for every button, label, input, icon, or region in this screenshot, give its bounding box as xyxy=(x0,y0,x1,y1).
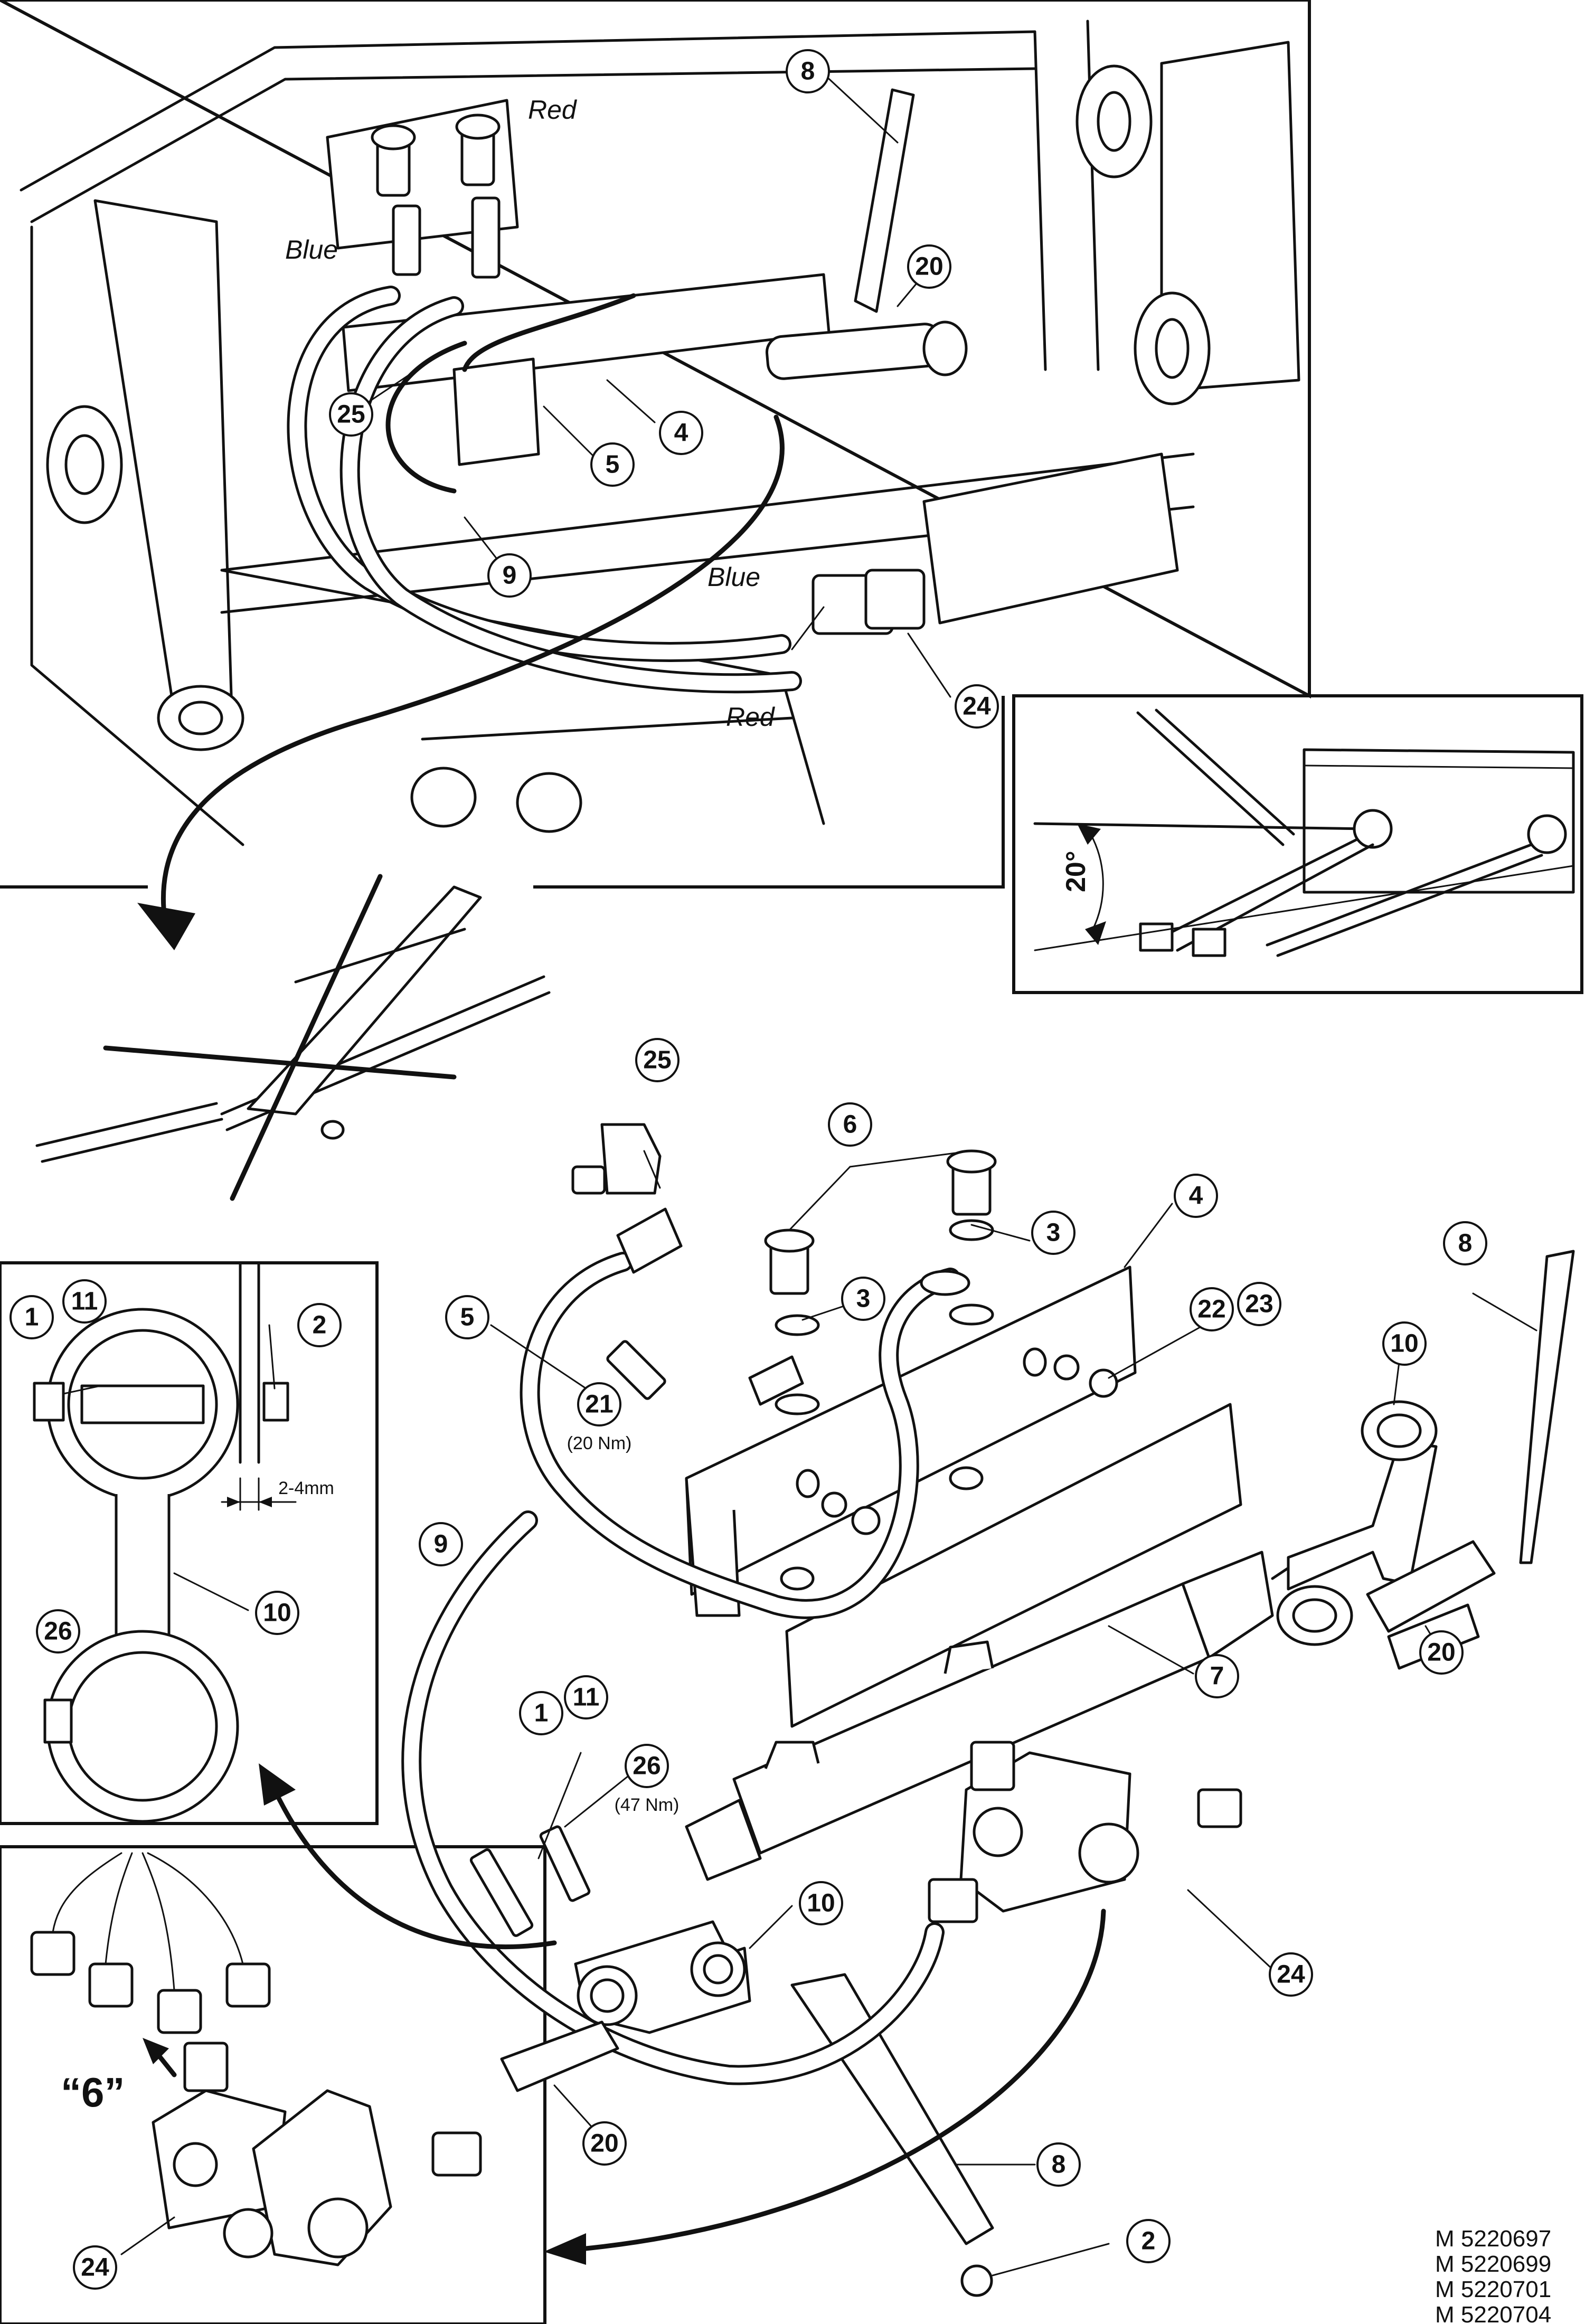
callout-4-top: 4 xyxy=(659,411,703,455)
callout-7: 7 xyxy=(1195,1654,1239,1698)
angle-label: 20° xyxy=(1061,851,1091,892)
figure-ref-4: M 5220704 xyxy=(1435,2302,1551,2324)
solenoid-connector-inset: “6” xyxy=(0,1845,546,2324)
top-installation-view xyxy=(0,0,1311,950)
callout-22-label: 22 xyxy=(1197,1296,1225,1324)
angle-inset-frame xyxy=(1012,694,1583,994)
callout-21-label: 21 xyxy=(585,1391,613,1419)
callout-25-exploded-label: 25 xyxy=(643,1046,671,1074)
angle-detail-inset: 20° xyxy=(1012,694,1583,994)
figure-reference-list: M 5220697 M 5220699 M 5220701 M 5220704 xyxy=(1435,2226,1551,2324)
callout-11-inset-label: 11 xyxy=(71,1288,98,1316)
gap-label: 2-4mm xyxy=(278,1478,334,1498)
callout-8-top-label: 8 xyxy=(801,58,815,86)
callout-4-exploded-label: 4 xyxy=(1189,1182,1203,1210)
callout-4-top-label: 4 xyxy=(674,419,688,447)
callout-11-exploded: 11 xyxy=(564,1675,608,1720)
callout-24-exploded-label: 24 xyxy=(1277,1961,1305,1989)
link-inset-frame xyxy=(0,1261,379,1825)
blue-label-middle: Blue xyxy=(707,562,760,592)
link-adjustment-inset: 2-4mm xyxy=(0,1261,379,1825)
callout-11-inset: 11 xyxy=(62,1279,107,1324)
figure-ref-2: M 5220699 xyxy=(1435,2251,1551,2277)
callout-3-upper-label: 3 xyxy=(1046,1219,1061,1247)
callout-26-inset-label: 26 xyxy=(44,1618,72,1646)
callout-1-exploded-label: 1 xyxy=(534,1699,549,1727)
callout-5-exploded: 5 xyxy=(445,1295,489,1339)
callout-9-exploded: 9 xyxy=(419,1522,463,1566)
connector-label: “6” xyxy=(61,2069,125,2115)
figure-ref-1: M 5220697 xyxy=(1435,2226,1551,2252)
callout-8-right-label: 8 xyxy=(1458,1230,1473,1258)
callout-10-inset-label: 10 xyxy=(263,1599,291,1627)
exploded-parts-view xyxy=(259,1123,1575,2297)
callout-7-label: 7 xyxy=(1210,1662,1224,1690)
callout-8-top: 8 xyxy=(786,49,830,93)
callout-20-right-label: 20 xyxy=(1427,1639,1455,1667)
callout-4-exploded: 4 xyxy=(1174,1174,1218,1218)
callout-5-top: 5 xyxy=(590,442,635,487)
blue-label-top: Blue xyxy=(285,235,338,264)
callout-5-exploded-label: 5 xyxy=(460,1303,475,1331)
callout-2-inset-label: 2 xyxy=(313,1311,327,1339)
connector-inset-frame xyxy=(0,1845,546,2324)
callout-8-bottom-label: 8 xyxy=(1052,2151,1066,2179)
callout-1-inset: 1 xyxy=(10,1295,54,1339)
callout-10-middle: 10 xyxy=(799,1881,843,1925)
callout-3-lower: 3 xyxy=(841,1277,885,1321)
torque-note-26: (47 Nm) xyxy=(615,1795,680,1815)
callout-1-inset-label: 1 xyxy=(25,1303,39,1331)
callout-6: 6 xyxy=(828,1102,872,1147)
callout-20-right: 20 xyxy=(1419,1630,1464,1675)
callout-10-right: 10 xyxy=(1382,1321,1427,1366)
callout-20-bottom: 20 xyxy=(582,2121,627,2166)
callout-24-top-label: 24 xyxy=(963,693,991,721)
callout-9-top: 9 xyxy=(487,553,532,598)
callout-22: 22 xyxy=(1190,1287,1234,1331)
callout-26-exploded-label: 26 xyxy=(633,1752,661,1780)
callout-24-top: 24 xyxy=(955,684,999,729)
figure-ref-3: M 5220701 xyxy=(1435,2276,1551,2302)
callout-10-inset: 10 xyxy=(255,1591,299,1635)
callout-24-exploded: 24 xyxy=(1269,1952,1313,1997)
callout-2-bottom: 2 xyxy=(1126,2219,1171,2263)
callout-23: 23 xyxy=(1237,1282,1281,1326)
callout-11-exploded-label: 11 xyxy=(573,1684,600,1712)
callout-8-right: 8 xyxy=(1443,1221,1487,1265)
callout-21: 21 xyxy=(577,1382,621,1426)
callout-25-exploded: 25 xyxy=(635,1038,680,1082)
callout-26-inset: 26 xyxy=(36,1609,80,1654)
callout-20-top: 20 xyxy=(907,244,951,289)
callout-2-bottom-label: 2 xyxy=(1141,2227,1156,2255)
callout-25-top: 25 xyxy=(329,392,373,437)
callout-1-exploded: 1 xyxy=(519,1691,563,1735)
callout-3-lower-label: 3 xyxy=(856,1285,871,1313)
callout-9-top-label: 9 xyxy=(503,562,517,590)
leader-lines xyxy=(62,73,1537,2276)
callout-20-top-label: 20 xyxy=(915,253,943,281)
callout-6-label: 6 xyxy=(843,1111,857,1139)
callout-23-label: 23 xyxy=(1245,1290,1273,1318)
callout-3-upper: 3 xyxy=(1031,1211,1075,1255)
callout-10-right-label: 10 xyxy=(1390,1330,1418,1358)
callout-26-exploded: 26 xyxy=(625,1744,669,1788)
removed-lever-detail xyxy=(35,874,551,1201)
callout-8-bottom: 8 xyxy=(1036,2142,1081,2187)
callout-2-inset: 2 xyxy=(297,1303,342,1347)
callout-20-bottom-label: 20 xyxy=(590,2130,618,2158)
callout-5-top-label: 5 xyxy=(606,451,620,479)
callout-25-top-label: 25 xyxy=(337,401,365,429)
callout-9-exploded-label: 9 xyxy=(434,1531,448,1558)
callout-10-middle-label: 10 xyxy=(807,1890,835,1917)
red-label-top: Red xyxy=(528,95,578,125)
torque-note-21: (20 Nm) xyxy=(567,1433,632,1453)
callout-24-inset-label: 24 xyxy=(81,2254,109,2282)
callout-24-inset: 24 xyxy=(73,2245,117,2290)
red-label-middle: Red xyxy=(726,702,776,732)
